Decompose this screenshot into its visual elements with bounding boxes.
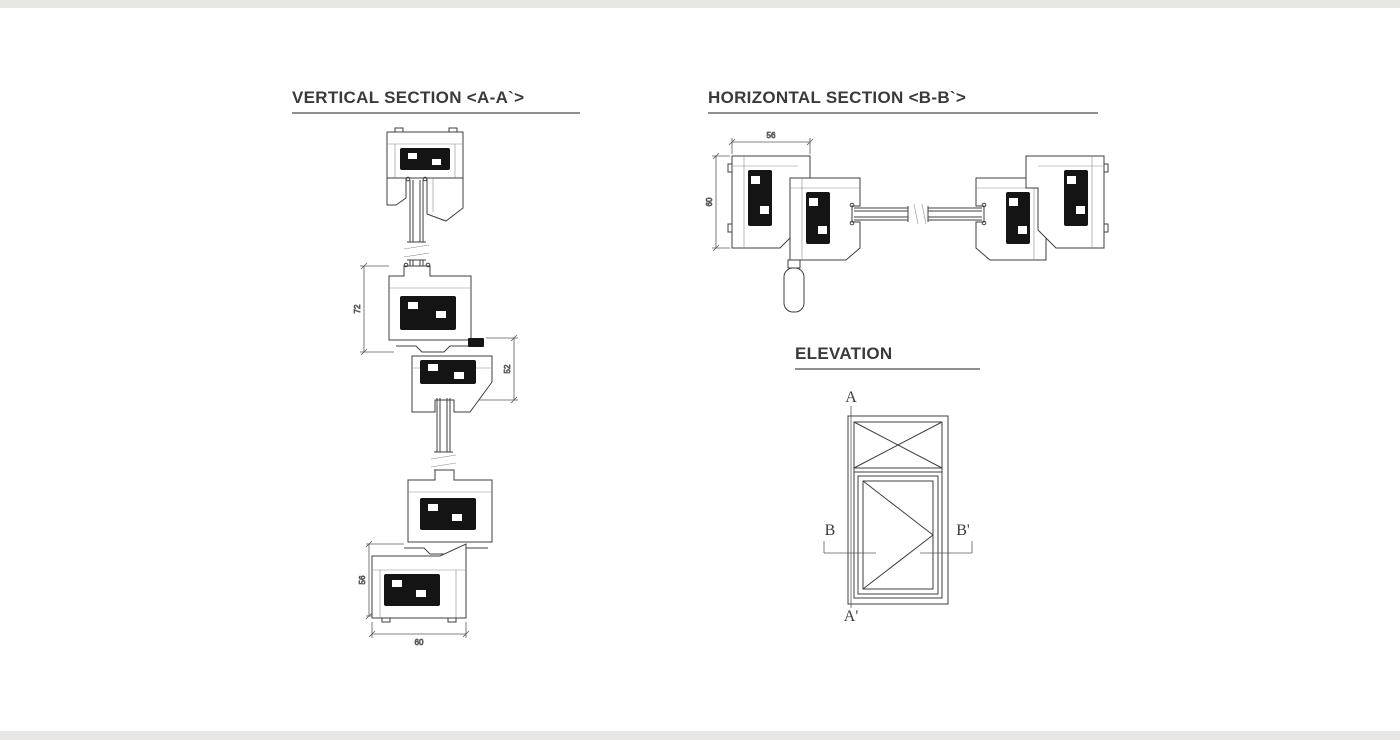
steel-reinforcement (400, 296, 456, 330)
middle-transom-assembly (388, 262, 493, 413)
vertical-section-title: VERTICAL SECTION <A-A`> (292, 88, 525, 107)
hardware (468, 338, 484, 347)
opening-symbol (862, 534, 934, 590)
section-line-b: B B' (823, 522, 973, 554)
interlock-seal (396, 345, 474, 353)
dimension-52: 52 (478, 334, 518, 404)
opening-symbol (862, 480, 934, 536)
elevation-title: ELEVATION (795, 344, 893, 363)
dim-label-56: 56 (358, 575, 367, 584)
vertical-section-drawing: 72 52 56 60 (353, 127, 518, 647)
steel-reinforcement (384, 574, 440, 606)
fanlight-diagonal (853, 421, 943, 469)
dimension-60: 60 (368, 622, 470, 647)
top-frame-profile (386, 127, 464, 222)
horizontal-section-drawing: 56 60 (705, 131, 1109, 313)
horizontal-section-title: HORIZONTAL SECTION <B-B`> (708, 88, 967, 107)
steel-reinforcement (420, 498, 476, 530)
right-frame-profile (1025, 155, 1109, 249)
glazing-bead (386, 177, 407, 206)
marker-a: A (845, 389, 857, 406)
dimension-56: 56 (358, 540, 404, 620)
marker-b: B (825, 522, 836, 539)
window-handle (783, 259, 805, 313)
dim-label-52: 52 (503, 364, 512, 373)
dim-label-72: 72 (353, 304, 362, 313)
section-line-a: A A' (844, 389, 859, 625)
dim-label-56: 56 (767, 131, 776, 140)
steel-reinforcement (400, 148, 450, 170)
right-sash-profile (975, 177, 1047, 261)
dimension-56-horizontal: 56 (728, 131, 814, 154)
bottom-frame-assembly (371, 469, 493, 623)
drawing-canvas: VERTICAL SECTION <A-A`> HORIZONTAL SECTI… (0, 8, 1400, 731)
dimension-60-horizontal: 60 (705, 152, 730, 252)
horizontal-glazing-unit (854, 203, 982, 225)
marker-b-prime: B' (956, 522, 970, 539)
elevation-drawing: A A' B B' (823, 389, 973, 625)
vertical-section-title-rule (292, 112, 580, 114)
dim-label-60: 60 (705, 197, 714, 206)
dim-label-60: 60 (415, 638, 424, 647)
window-elevation (847, 415, 949, 605)
elevation-title-rule (795, 368, 980, 370)
horizontal-section-title-rule (708, 112, 1098, 114)
steel-reinforcement (420, 360, 476, 384)
upper-glazing-unit (403, 180, 430, 274)
left-sash-profile (789, 177, 861, 261)
dimension-72: 72 (353, 262, 394, 356)
marker-a-prime: A' (844, 608, 859, 625)
